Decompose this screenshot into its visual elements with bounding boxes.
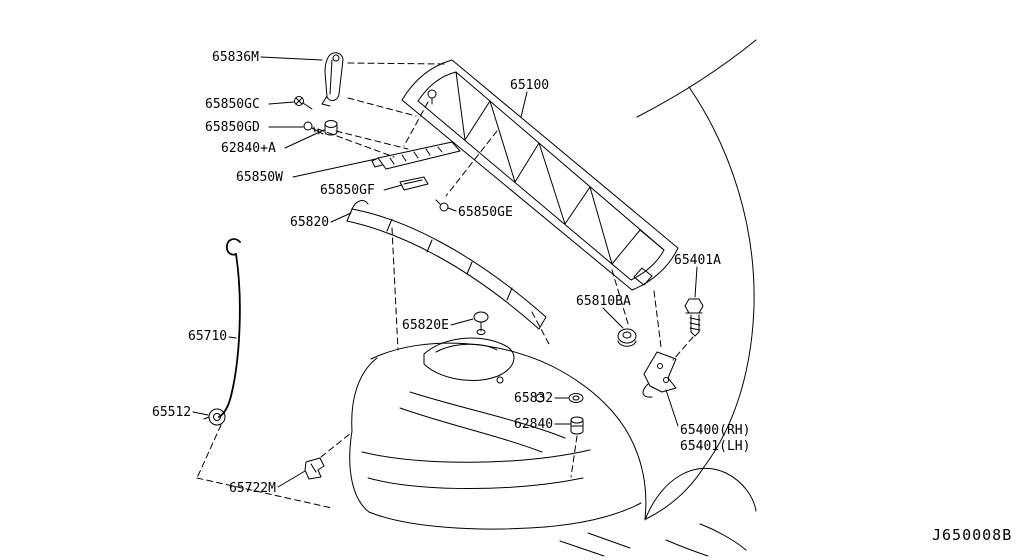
part-label-65722m: 65722M: [229, 481, 276, 496]
part-label-65850ge: 65850GE: [458, 205, 513, 220]
support-rod-65710-shape: [218, 238, 241, 418]
diagram-code: J650008B: [932, 526, 1013, 544]
hinge-65400-shape: [642, 351, 677, 398]
bumper-62840-shape: [570, 416, 584, 435]
stopper-65810ba-shape: [617, 328, 637, 347]
part-label-65850gf: 65850GF: [320, 183, 375, 198]
cover-65820-shape: [346, 200, 547, 330]
part-label-65810ba: 65810BA: [576, 294, 631, 309]
car-body-outline: [349, 39, 757, 557]
assembly-dashed-lines: [196, 62, 694, 509]
bolt-65850gd-shape: [303, 121, 324, 135]
part-label-65400rh: 65400(RH): [680, 423, 751, 438]
part-label-65836m: 65836M: [212, 50, 259, 65]
part-label-65710: 65710: [188, 329, 228, 344]
part-label-62840: 62840: [514, 417, 554, 432]
part-label-65512: 65512: [152, 405, 192, 420]
grommet-62840a-shape: [324, 120, 338, 136]
part-label-65850gc: 65850GC: [205, 97, 260, 112]
part-label-65100: 65100: [510, 78, 550, 93]
part-label-65850gd: 65850GD: [205, 120, 260, 135]
part-label-65401lh: 65401(LH): [680, 439, 751, 454]
seal-65850w-shape: [371, 141, 461, 170]
grommet-65820e-shape: [473, 311, 489, 335]
grommet-65832-shape: [568, 393, 584, 403]
clip-65850gf-shape: [399, 176, 429, 191]
grommet-65512-shape: [203, 408, 226, 426]
hinge-65836m-shape: [321, 52, 344, 107]
part-label-65820e: 65820E: [402, 318, 449, 333]
part-label-62840a: 62840+A: [221, 141, 276, 156]
bolt-65401a-shape: [684, 298, 704, 337]
leader-lines: [192, 56, 698, 488]
hood-panel-shape: [401, 59, 679, 291]
part-label-65820: 65820: [290, 215, 330, 230]
bolt-65850gc-shape: [294, 96, 313, 110]
clip-65722m-shape: [304, 457, 325, 480]
part-label-65401a: 65401A: [674, 253, 721, 268]
part-label-65850w: 65850W: [236, 170, 283, 185]
clip-65850ge-shape: [435, 199, 449, 212]
part-label-65832: 65832: [514, 391, 554, 406]
